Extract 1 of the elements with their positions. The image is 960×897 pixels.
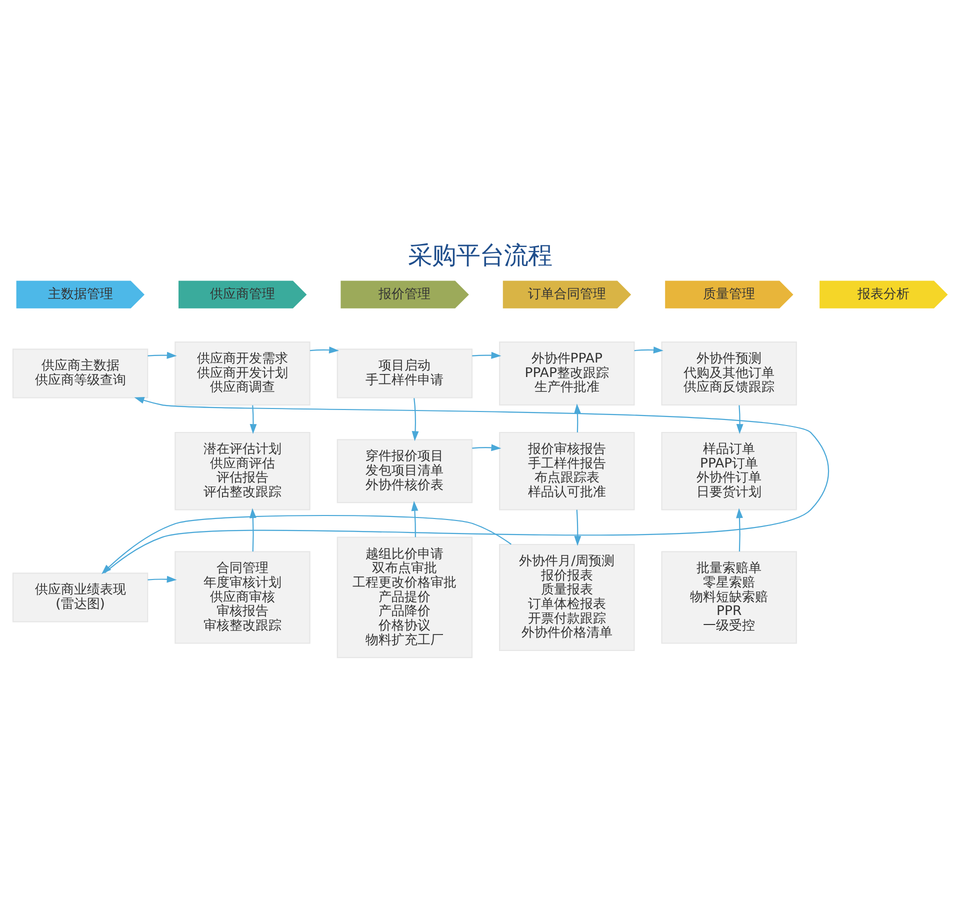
diagram-title: 采购平台流程: [408, 240, 552, 270]
